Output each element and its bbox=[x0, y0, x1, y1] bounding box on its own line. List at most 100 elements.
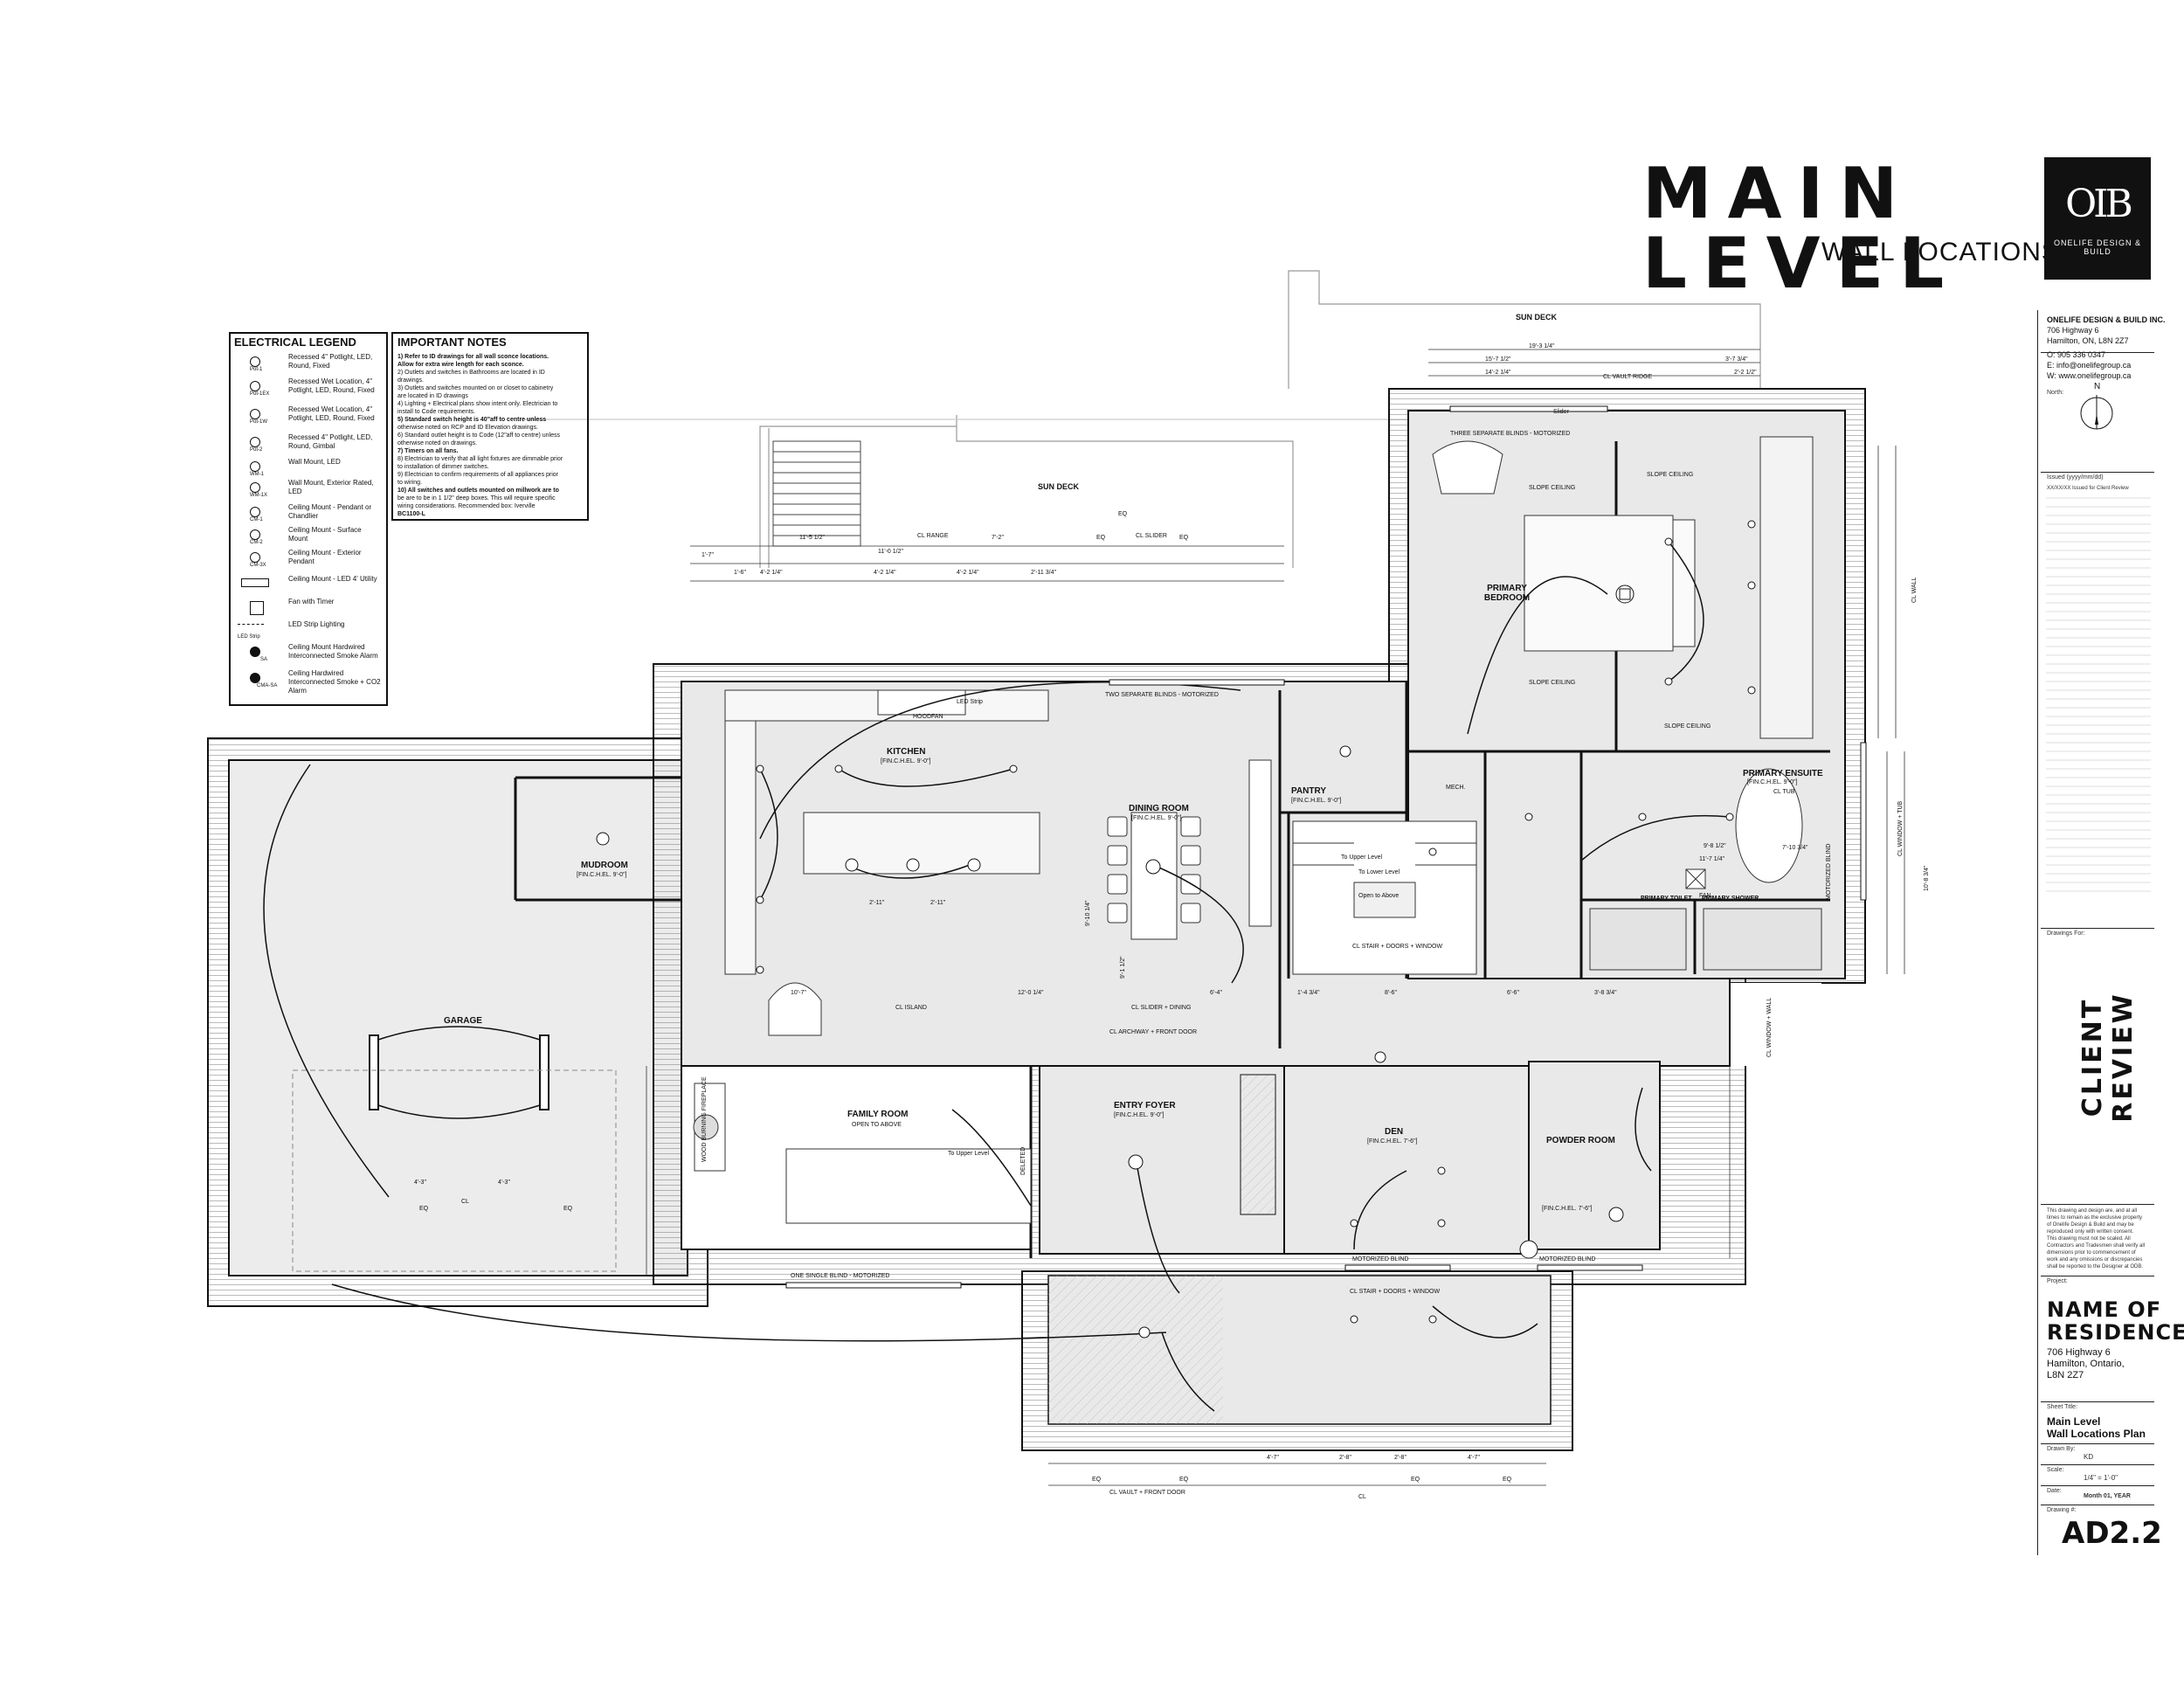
cl-tub-note: CL TUB bbox=[1773, 789, 1795, 795]
dim-d26: 4'-7" bbox=[1267, 1455, 1279, 1461]
cl-vault-ridge: CL VAULT RIDGE bbox=[1603, 374, 1653, 380]
cl-range: CL RANGE bbox=[917, 533, 949, 539]
light-fixtures bbox=[596, 520, 1756, 1339]
pendant-icon bbox=[250, 507, 260, 517]
room-label-primary-ensuite: PRIMARY ENSUITE bbox=[1743, 769, 1823, 778]
dimension-lines bbox=[646, 349, 1905, 1486]
note-line: to wiring. bbox=[397, 480, 423, 486]
dim-eq-7: EQ bbox=[1179, 1477, 1189, 1483]
note-line: 1) Refer to ID drawings for all wall sco… bbox=[397, 354, 549, 360]
room-label-garage: GARAGE bbox=[444, 1016, 482, 1026]
company-address-1: 706 Highway 6 bbox=[2047, 326, 2099, 335]
cl-stair-2: CL STAIR + DOORS + WINDOW bbox=[1350, 1289, 1441, 1295]
interior-stair bbox=[1292, 820, 1477, 975]
note-line: 4) Lighting + Electrical plans show inte… bbox=[397, 401, 558, 407]
sheet-title-label: Sheet Title: bbox=[2047, 1404, 2078, 1410]
dim-d4: 14'-2 1/4" bbox=[1485, 370, 1511, 376]
room-label-dining: DINING ROOM bbox=[1129, 804, 1189, 813]
room-sub-kitchen: [FIN.C.H.EL. 9'-0"] bbox=[881, 758, 931, 764]
notes-title: IMPORTANT NOTES bbox=[397, 336, 507, 349]
to-upper-family-label: To Upper Level bbox=[948, 1151, 990, 1157]
drawing-no-label: Drawing #: bbox=[2047, 1507, 2077, 1513]
note-line: 7) Timers on all fans. bbox=[397, 448, 459, 454]
utility-light-icon bbox=[241, 578, 269, 587]
company-address-2: Hamilton, ON, L8N 2Z7 bbox=[2047, 336, 2129, 345]
disclaimer-line: times to remain as the exclusive propert… bbox=[2047, 1215, 2143, 1221]
open-to-above-label: Open to Above bbox=[1358, 893, 1400, 899]
scale-value: 1/4" = 1'-0" bbox=[2084, 1474, 2118, 1482]
drawn-by-value: KD bbox=[2084, 1453, 2094, 1461]
note-line: 5) Standard switch height is 40"aff to c… bbox=[397, 417, 547, 423]
north-label: North: bbox=[2047, 390, 2064, 396]
main-title: MAIN LEVEL bbox=[1642, 153, 1960, 304]
dim-d5: 2'-2 1/2" bbox=[1734, 370, 1757, 376]
issued-log-lines bbox=[2046, 497, 2151, 892]
fireplace-label: WOOD BURNING FIREPLACE bbox=[702, 1076, 708, 1162]
drawing-number: AD2.2 bbox=[2062, 1516, 2162, 1551]
dim-d19: 10'-7" bbox=[791, 990, 806, 996]
led-strip-label: LED Strip bbox=[957, 699, 983, 705]
logo-text: ONELIFE DESIGN & BUILD bbox=[2053, 239, 2142, 256]
one-blind-note: ONE SINGLE BLIND - MOTORIZED bbox=[791, 1273, 890, 1279]
tb-divider bbox=[2041, 1485, 2154, 1486]
note-line: 9) Electrician to confirm requirements o… bbox=[397, 472, 559, 478]
disclaimer-line: reproduced only with written consent. bbox=[2047, 1229, 2134, 1235]
dim-d7: 11'-0 1/2" bbox=[878, 549, 903, 555]
tb-divider bbox=[2041, 472, 2154, 473]
dim-d11: 4'-2 1/4" bbox=[760, 570, 783, 576]
legend-title: ELECTRICAL LEGEND bbox=[234, 336, 356, 349]
slider-note: Slider bbox=[1553, 409, 1569, 415]
dim-eq-1: EQ bbox=[1118, 511, 1128, 517]
dim-eq-9: EQ bbox=[1503, 1477, 1512, 1483]
dim-eq-3: EQ bbox=[1096, 535, 1106, 541]
two-blinds-note: TWO SEPARATE BLINDS - MOTORIZED bbox=[1105, 692, 1219, 698]
cl-slider-dining: CL SLIDER + DINING bbox=[1131, 1005, 1192, 1011]
dim-d25: 3'-8 3/4" bbox=[1594, 990, 1617, 996]
client-review-stamp: CLIENT REVIEW bbox=[2077, 992, 2139, 1123]
note-line: Allow for extra wire length for each sco… bbox=[397, 362, 524, 368]
deleted-note: DELETED bbox=[1020, 1146, 1026, 1175]
dim-d20: 12'-0 1/4" bbox=[1018, 990, 1044, 996]
surface-mount-icon bbox=[250, 529, 260, 540]
note-line: to installation of dimmer switches. bbox=[397, 464, 489, 470]
project-name-2: RESIDENCE bbox=[2047, 1320, 2184, 1345]
motorized-blind-note-1: MOTORIZED BLIND bbox=[1352, 1256, 1409, 1263]
tb-divider bbox=[2041, 1443, 2154, 1444]
note-line: be are to be in 1 1/2" deep boxes. This … bbox=[397, 495, 556, 502]
issued-entry: XX/XX/XX Issued for Client Review bbox=[2047, 486, 2129, 491]
room-label-pantry: PANTRY bbox=[1291, 786, 1326, 796]
cl-vault-front: CL VAULT + FRONT DOOR bbox=[1109, 1490, 1185, 1496]
sheet-title-1: Main Level bbox=[2047, 1415, 2101, 1428]
dim-d2: 15'-7 1/2" bbox=[1485, 356, 1511, 363]
company-email: E: info@onelifegroup.ca bbox=[2047, 361, 2132, 370]
project-address-3: L8N 2Z7 bbox=[2047, 1370, 2084, 1380]
dim-d17: 2'-11" bbox=[869, 900, 885, 906]
cl-window-tub: CL WINDOW + TUB bbox=[1897, 800, 1904, 856]
pot-light-icon bbox=[250, 356, 260, 367]
room-sub-powder: [FIN.C.H.EL. 7'-6"] bbox=[1542, 1206, 1593, 1212]
room-label-kitchen: KITCHEN bbox=[887, 747, 926, 757]
dim-d13: 4'-2 1/4" bbox=[957, 570, 979, 576]
fan-icon bbox=[250, 601, 264, 615]
tb-divider bbox=[2041, 1401, 2154, 1402]
dim-d29: 4'-7" bbox=[1468, 1455, 1480, 1461]
dim-d12: 4'-2 1/4" bbox=[874, 570, 896, 576]
pot-light-icon bbox=[250, 381, 260, 391]
family-furniture bbox=[693, 982, 1032, 1224]
kitchen-millwork bbox=[724, 689, 1272, 975]
dim-d16: 4'-3" bbox=[498, 1180, 510, 1186]
company-website: W: www.onelifegroup.ca bbox=[2047, 371, 2132, 380]
company-name: ONELIFE DESIGN & BUILD INC. bbox=[2047, 315, 2166, 324]
room-label-primary-bedroom: PRIMARY BEDROOM bbox=[1483, 584, 1531, 603]
wall-mount-icon bbox=[250, 461, 260, 472]
slope-ceiling-3: SLOPE CEILING bbox=[1529, 680, 1576, 686]
project-address-2: Hamilton, Ontario, bbox=[2047, 1359, 2125, 1369]
room-sub-den: [FIN.C.H.EL. 7'-6"] bbox=[1367, 1138, 1418, 1145]
